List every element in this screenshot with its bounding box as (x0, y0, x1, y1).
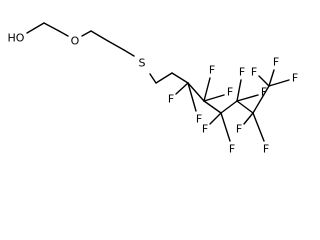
molecule-structure-diagram: HO O S F F F F F F F F F F F F F (8, 22, 299, 156)
atom-labels: HO O S F F F F F F F F F F F F F (8, 32, 299, 156)
bond-c-c-2 (90, 30, 109, 42)
bond-c-o-ether (58, 30, 69, 37)
atom-f-c4-b: F (227, 86, 233, 99)
bond-c-s (123, 49, 135, 57)
bond-c4-f-a (203, 77, 211, 102)
bond-s-c (149, 73, 157, 84)
bond-c7-f-b (252, 112, 265, 142)
atom-f-c8-c: F (292, 72, 298, 85)
atom-f-c5-a: F (202, 123, 208, 136)
bond-c5-f-a (209, 112, 222, 125)
bond-c7-f-a (243, 112, 254, 125)
bond-c6-f-a (236, 79, 242, 102)
bond-c-c-7 (203, 100, 222, 114)
atom-s: S (139, 57, 146, 70)
atom-f-c8-b: F (273, 56, 279, 69)
bond-c8-f-b (268, 69, 275, 87)
bond-c4-f-b (203, 94, 225, 102)
bond-c6-f-b (236, 94, 259, 102)
atom-f-c6-b: F (261, 86, 267, 99)
bond-c-c-4 (155, 72, 173, 84)
atom-f-c7-b: F (263, 143, 269, 156)
atom-f-c5-b: F (229, 143, 235, 156)
atom-ho: HO (8, 32, 25, 45)
bond-c-c-6 (187, 82, 205, 102)
bond-lines (26, 22, 290, 142)
bond-ho-c (26, 22, 45, 34)
bond-c3-f-a (175, 82, 189, 95)
bond-c-c-9 (236, 100, 254, 114)
bond-c-c-8 (220, 100, 238, 114)
bond-c-c-10 (252, 85, 270, 114)
bond-c8-f-a (258, 75, 270, 87)
atom-f-c3-b: F (196, 113, 202, 126)
bond-c-c-1 (43, 22, 60, 32)
atom-f-c8-a: F (251, 66, 257, 79)
bond-o-c (81, 30, 92, 37)
atom-f-c6-a: F (239, 66, 245, 79)
atom-f-c3-a: F (168, 93, 174, 106)
bond-c-c-5 (171, 72, 189, 84)
bond-c-c-3 (107, 40, 125, 51)
atom-o-ether: O (71, 35, 80, 48)
bond-c3-f-b (187, 82, 197, 112)
atom-f-c4-a: F (209, 64, 215, 77)
bond-c5-f-b (220, 112, 231, 142)
atom-f-c7-a: F (236, 123, 242, 136)
bond-c8-f-c (268, 79, 290, 87)
